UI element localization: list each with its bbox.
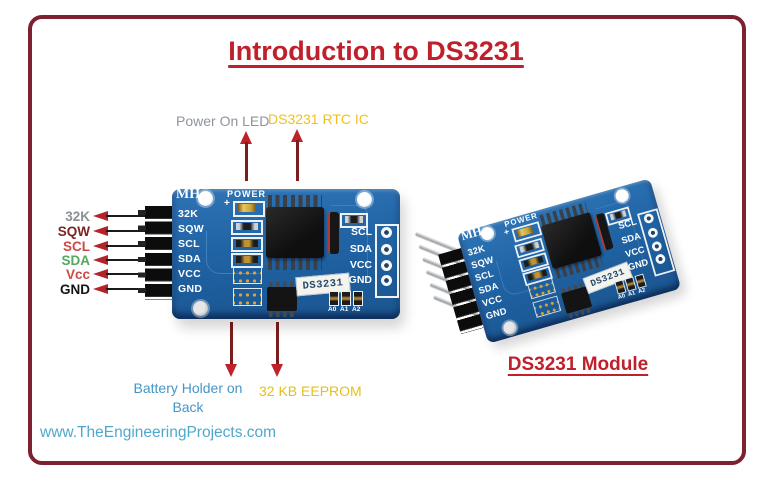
eeprom-label: 32 KB EEPROM: [259, 383, 362, 399]
smd-body: [345, 216, 363, 223]
power-led-label: Power On LED: [176, 113, 270, 129]
sticker-label: DS3231: [302, 276, 344, 293]
smd-body: [236, 240, 258, 247]
callout-line: [106, 245, 150, 247]
mounting-hole: [193, 301, 208, 316]
led-chip: [516, 225, 534, 238]
smd-body: [519, 241, 540, 253]
right-module-caption: DS3231 Module: [507, 354, 649, 375]
mounting-hole: [357, 192, 372, 207]
left-header-pins: [145, 206, 172, 300]
smd-body: [523, 255, 544, 268]
address-jumper: [353, 291, 363, 306]
plus-mark: +: [502, 227, 511, 238]
pcb-trace: [206, 231, 259, 274]
through-hole: [381, 227, 392, 238]
jumper-label: A2: [352, 306, 361, 313]
battery-holder-label: Battery Holder on Back: [130, 379, 246, 417]
page-title: Introduction to DS3231: [228, 36, 524, 66]
board-pin-label: GND: [348, 274, 372, 286]
down-arrow-icon: [225, 322, 238, 377]
board-pin-label: SDA: [178, 253, 202, 265]
left-header-pin-tips: [138, 210, 146, 297]
through-hole: [381, 244, 392, 255]
smd-resistor: [340, 213, 368, 228]
pin-label-scl: SCL: [63, 238, 90, 254]
website-watermark: www.TheEngineeringProjects.com: [40, 424, 277, 441]
board-pin-label: SQW: [178, 223, 204, 235]
left-arrow-icon: [93, 226, 108, 236]
battery-holder-line2: Back: [172, 398, 204, 415]
address-jumper: [634, 273, 647, 289]
board-pin-label: VCC: [178, 268, 202, 280]
jumper-label: A0: [617, 292, 626, 301]
smd-resistor: [231, 220, 263, 235]
ds3231-board-top-view: MH 32K SQW SCL SDA VCC GND POWER + DS323…: [138, 187, 400, 319]
callout-line: [106, 230, 150, 232]
jumper-label: A1: [627, 289, 637, 298]
board-pin-label: VCC: [349, 259, 372, 271]
left-arrow-icon: [93, 284, 108, 294]
callout-line: [106, 288, 150, 290]
jumper-label: A2: [637, 286, 647, 295]
pin-label-sda: SDA: [61, 252, 90, 268]
ic-pins: [268, 258, 322, 270]
up-arrow-icon: [240, 131, 253, 181]
board-pin-label: SCL: [178, 238, 200, 250]
rtc-ic-label: DS3231 RTC IC: [268, 111, 369, 127]
pin-label-sqw: SQW: [57, 223, 90, 239]
board-brand-label: MH: [176, 187, 201, 202]
smd-body: [236, 256, 258, 263]
through-hole: [381, 260, 392, 271]
right-holes-outline: [375, 224, 399, 298]
smd-body: [236, 223, 258, 230]
left-arrow-icon: [93, 269, 108, 279]
left-arrow-icon: [93, 255, 108, 265]
left-arrow-icon: [93, 211, 108, 221]
ic-pins: [268, 195, 322, 207]
rtc-ic-chip: [266, 207, 324, 258]
pin-label-gnd: GND: [60, 281, 90, 297]
eeprom-chip: [267, 287, 297, 311]
battery-holder-line1: Battery Holder on: [133, 380, 243, 396]
power-led: [233, 201, 265, 217]
board-pin-label: SDA: [349, 243, 372, 255]
board-pin-label: 32K: [178, 208, 199, 220]
mounting-hole: [501, 319, 519, 337]
board-pin-label: GND: [178, 283, 203, 295]
pin-label-vcc: Vcc: [65, 266, 90, 282]
pcb-trace: [331, 205, 368, 280]
pin-callout-row: Vcc: [46, 266, 150, 282]
ic-pins: [269, 311, 295, 317]
jumper-label: A0: [328, 306, 337, 313]
jumper-label: A1: [340, 306, 349, 313]
pin-label-32k: 32K: [65, 208, 90, 224]
diode: [328, 212, 339, 254]
callout-line: [106, 259, 150, 261]
mounting-hole: [198, 191, 213, 206]
pin-callout-row: 32K: [46, 208, 150, 224]
ic-pins: [269, 282, 295, 288]
through-hole: [381, 275, 392, 286]
board-pin-label: SCL: [351, 226, 372, 238]
power-silkscreen-label: POWER: [227, 189, 267, 199]
plus-mark: +: [224, 198, 230, 209]
solder-pads: [532, 295, 562, 318]
border-frame: [28, 15, 746, 465]
pin-callout-row: GND: [46, 281, 150, 297]
led-chip: [238, 204, 256, 212]
solder-pads: [233, 288, 262, 306]
pin-callout-row: SCL: [46, 238, 150, 254]
solder-pads: [233, 266, 262, 284]
callout-line: [106, 273, 150, 275]
left-arrow-icon: [93, 241, 108, 251]
pin-callout-row: SDA: [46, 252, 150, 268]
address-jumper: [329, 291, 339, 306]
smd-resistor: [231, 237, 263, 252]
pin-callout-row: SQW: [46, 223, 150, 239]
address-jumper: [341, 291, 351, 306]
callout-line: [106, 215, 150, 217]
down-arrow-icon: [271, 322, 284, 377]
up-arrow-icon: [291, 129, 304, 181]
